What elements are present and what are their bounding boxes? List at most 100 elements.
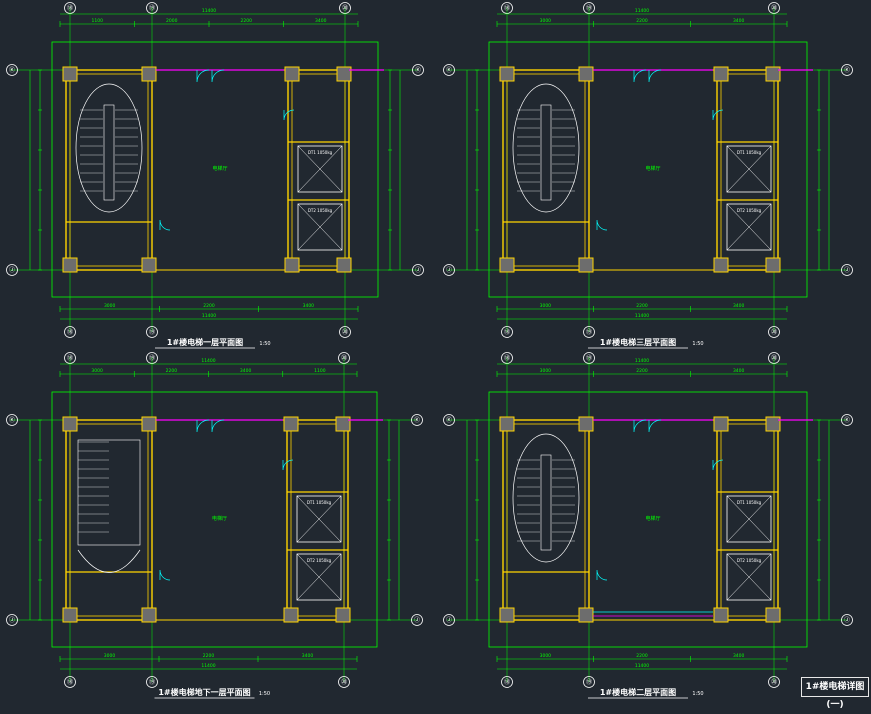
dim-total-top: 11400 (202, 8, 216, 14)
stair-wall (65, 69, 153, 271)
grid-bubble-left-label: Ⓙ (9, 266, 15, 274)
lift-label: DT2 1050kg (308, 208, 333, 213)
grid-bubble-left-label: Ⓚ (446, 66, 452, 74)
grid-bubble-left (443, 64, 455, 76)
door-swing (712, 109, 724, 121)
structural-column (499, 257, 515, 273)
dim-top-segment: 3400 (315, 18, 327, 24)
plan-frame (488, 41, 808, 298)
structural-column (335, 416, 351, 432)
lift-label: DT2 1050kg (737, 208, 762, 213)
lift-core-wall (716, 69, 779, 271)
door-swing (633, 419, 647, 433)
stair-wall-inner (69, 423, 149, 617)
structural-column (62, 416, 78, 432)
dim-bottom-segment: 3400 (302, 653, 314, 659)
dim-top-segment: 2200 (241, 18, 253, 24)
grid-bubble-bottom (146, 676, 158, 688)
structural-column (284, 66, 300, 82)
grid-bubble-left-label: Ⓚ (9, 416, 15, 424)
lift-shaft-cross (296, 495, 342, 543)
lift-core-wall-inner (720, 423, 775, 617)
dim-bottom-segment: 3400 (303, 303, 315, 309)
room-label: 电梯厅 (212, 515, 227, 522)
stair-wall (502, 419, 590, 621)
grid-bubble-bottom (768, 326, 780, 338)
structural-column (713, 416, 729, 432)
dim-top-segment: 3400 (240, 368, 252, 374)
grid-bubble-top (338, 352, 350, 364)
plan-scale: 1:50 (692, 341, 703, 347)
dim-top-segment: 2200 (636, 18, 648, 24)
dim-top-segment: 2200 (636, 368, 648, 374)
structural-column (141, 607, 157, 623)
grid-bubble-bottom-label: ⑱ (504, 678, 510, 686)
dim-top-segment: 3400 (733, 18, 745, 24)
structural-column (765, 607, 781, 623)
door-swing (596, 219, 608, 231)
grid-bubble-left (6, 414, 18, 426)
grid-bubble-bottom (338, 676, 350, 688)
structural-column (713, 607, 729, 623)
grid-bubble-right (841, 64, 853, 76)
grid-bubble-right-label: Ⓚ (844, 416, 850, 424)
grid-bubble-top-label: ⑳ (342, 4, 348, 12)
lift-shaft (726, 203, 772, 251)
structural-column (765, 257, 781, 273)
door-swing (196, 419, 210, 433)
grid-bubble-right (411, 614, 423, 626)
grid-bubble-top-label: ⑳ (771, 4, 777, 12)
grid-bubble-bottom-label: ⑱ (67, 328, 73, 336)
lift-shaft (726, 145, 772, 193)
grid-bubble-left (6, 64, 18, 76)
grid-bubble-bottom (146, 326, 158, 338)
dim-top-segment: 2200 (166, 368, 178, 374)
structural-column (141, 66, 157, 82)
grid-bubble-right-label: Ⓙ (844, 266, 850, 274)
grid-bubble-right (412, 264, 424, 276)
grid-bubble-top (64, 352, 76, 364)
grid-bubble-top-label: ⑱ (504, 4, 510, 12)
room-label: 电梯厅 (645, 515, 660, 522)
stair-curve (512, 433, 580, 563)
structural-column (713, 66, 729, 82)
plan-frame (51, 391, 378, 648)
grid-bubble-left-label: Ⓚ (446, 416, 452, 424)
plan-scale: 1:50 (259, 691, 270, 697)
structural-column (335, 607, 351, 623)
drawing-title-box: 1#楼电梯详图(一) (801, 677, 869, 710)
dim-bottom-segment: 2200 (203, 303, 215, 309)
grid-bubble-right-label: Ⓙ (414, 616, 420, 624)
structural-column (713, 257, 729, 273)
stair-well (103, 104, 115, 201)
dim-top-segment: 1100 (314, 368, 326, 374)
grid-bubble-right (412, 64, 424, 76)
dim-total-bottom: 11400 (201, 663, 215, 669)
dim-total-top: 11400 (201, 358, 215, 364)
stair-curve (512, 83, 580, 213)
lift-label: DT2 1050kg (307, 558, 332, 563)
grid-bubble-left (6, 614, 18, 626)
structural-column (284, 257, 300, 273)
grid-bubble-left-label: Ⓙ (446, 266, 452, 274)
grid-bubble-right-label: Ⓙ (415, 266, 421, 274)
grid-bubble-left-label: Ⓚ (9, 66, 15, 74)
structural-column (578, 257, 594, 273)
grid-bubble-bottom-label: ⑱ (67, 678, 73, 686)
grid-bubble-top (583, 352, 595, 364)
door-swing (596, 569, 608, 581)
stair-wall-inner (506, 73, 586, 267)
grid-bubble-bottom (501, 676, 513, 688)
door-swing (648, 69, 662, 83)
dim-top-segment: 3000 (540, 368, 552, 374)
lift-shaft (297, 145, 343, 193)
dim-total-top: 11400 (635, 8, 649, 14)
stair-run (77, 439, 141, 546)
lift-core-wall-inner (290, 423, 345, 617)
dim-bottom-segment: 3000 (104, 303, 116, 309)
lift-label: DT1 1050kg (737, 150, 762, 155)
dim-total-bottom: 11400 (635, 313, 649, 319)
lift-shaft (297, 203, 343, 251)
